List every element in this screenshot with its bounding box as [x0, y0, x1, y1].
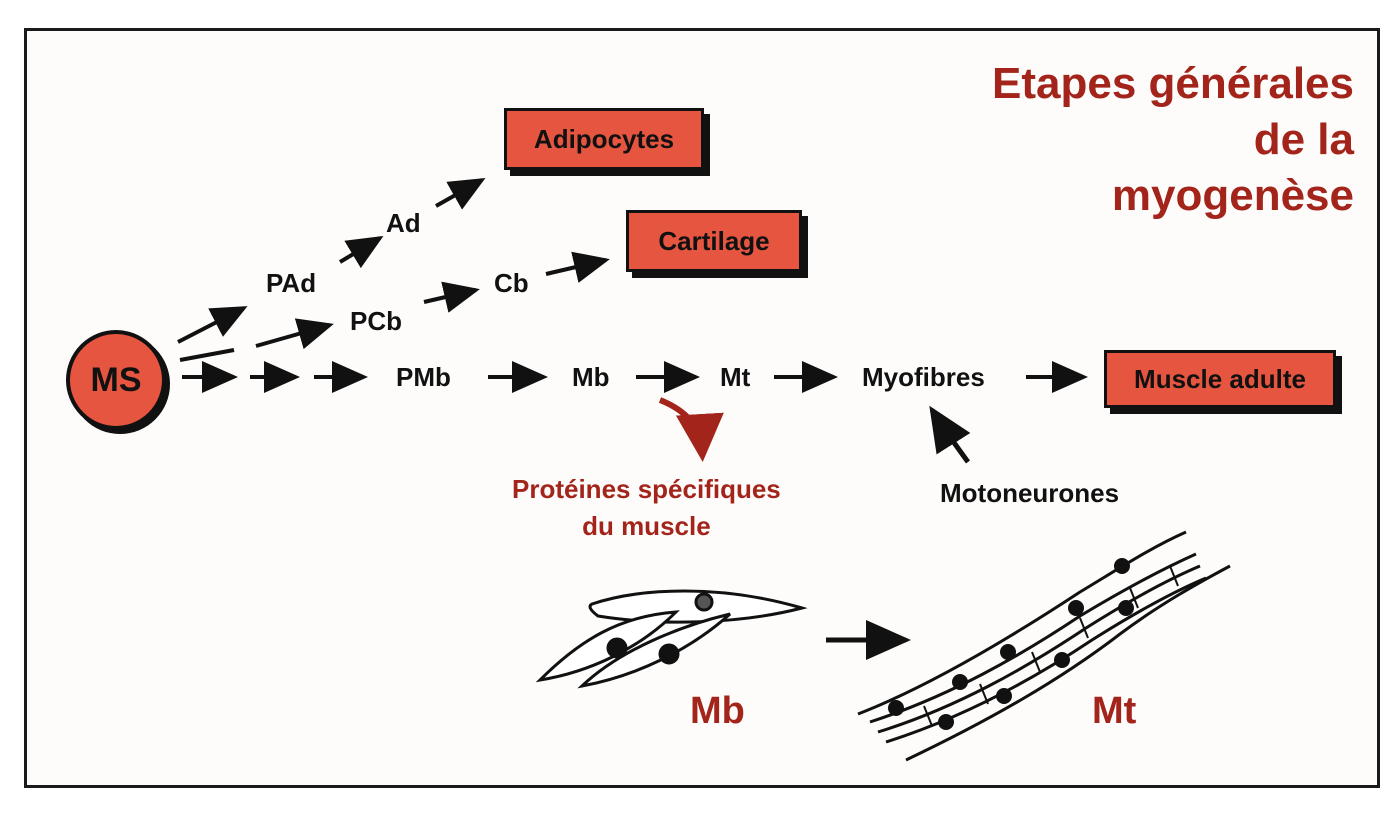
node-myofibres: Myofibres: [862, 362, 985, 392]
arrow-mb-proteines: [658, 397, 724, 462]
mt-outer-top: [857, 530, 1187, 716]
node-pad: PAd: [266, 268, 317, 298]
illustration-mb-label: Mb: [690, 690, 745, 732]
annotation-proteines-line2: du muscle: [582, 511, 711, 541]
title-line-3: myogenèse: [1111, 171, 1354, 220]
arrow-ms-pcb-2: [255, 318, 334, 350]
mb-illustration: [535, 589, 808, 689]
node-cb: Cb: [494, 268, 529, 298]
node-pmb: PMb: [396, 362, 451, 392]
arrow-ms-pad: [177, 306, 248, 344]
arrow-cb-cartilage: [545, 251, 610, 283]
arrow-motoneurones-myofibres: [929, 405, 971, 464]
arrow-ms-pcb-1: [179, 348, 235, 362]
node-adipocytes: Adipocytes: [504, 108, 704, 170]
node-mb: Mb: [572, 362, 610, 392]
annotation-proteines: Protéines spécifiques du muscle: [512, 474, 781, 542]
mb-nucleus-2: [606, 637, 628, 659]
diagram-title: Etapes générales de la myogenèse: [992, 56, 1354, 224]
title-line-2: de la: [1253, 115, 1354, 164]
illustration-mt-label: Mt: [1092, 690, 1137, 732]
mt-outer-bottom: [905, 564, 1231, 762]
arrow-pad-ad: [338, 235, 384, 269]
node-pcb: PCb: [350, 306, 402, 336]
annotation-motoneurones: Motoneurones: [940, 478, 1120, 508]
arrow-pcb-cb: [423, 281, 480, 313]
mb-nucleus-1: [694, 592, 714, 612]
mt-fibril-2: [877, 564, 1201, 734]
node-ad: Ad: [386, 208, 421, 238]
node-muscle-adulte: Muscle adulte: [1104, 350, 1336, 408]
node-ms: MS: [66, 330, 166, 430]
title-line-1: Etapes générales: [992, 59, 1354, 108]
mt-nuclei: [888, 558, 1134, 730]
arrow-ad-adipocytes: [435, 178, 486, 210]
mt-fibril-3: [885, 576, 1207, 744]
mt-striations: [923, 565, 1179, 727]
annotation-proteines-line1: Protéines spécifiques: [512, 474, 781, 504]
mb-nucleus-3: [658, 643, 680, 665]
mt-illustration: [857, 530, 1231, 762]
node-mt: Mt: [720, 362, 751, 392]
node-cartilage: Cartilage: [626, 210, 802, 272]
mt-fibril-1: [869, 552, 1197, 724]
